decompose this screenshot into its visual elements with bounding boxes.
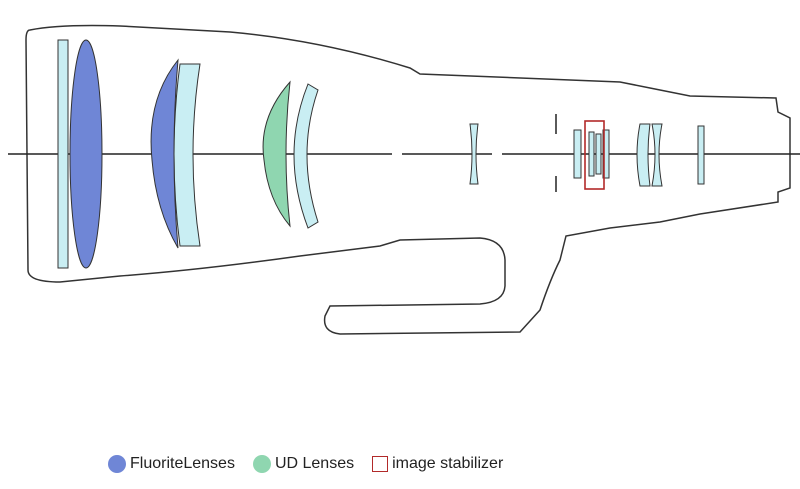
stabilizer-lens-element (595, 133, 602, 175)
stabilizer-swatch (372, 456, 389, 472)
fluorite-lens-front (69, 39, 103, 269)
small-lens-element (469, 123, 479, 185)
stabilizer-lens-element (573, 129, 582, 179)
ud-lens (262, 80, 291, 228)
front-protective-element (57, 39, 69, 269)
ud-swatch (252, 455, 271, 473)
rear-lens-element (636, 123, 651, 187)
fluorite-lens-second (150, 58, 179, 249)
stabilizer-lens-element (602, 129, 610, 179)
legend-item-stabilizer: image stabilizer (372, 455, 503, 473)
rear-lens-element (697, 125, 705, 185)
stabilizer-lens-element (588, 131, 595, 177)
legend: FluoriteLenses UD Lenses image stabilize… (108, 455, 521, 473)
legend-item-fluorite: FluoriteLenses (108, 455, 235, 473)
cemented-glass-element (173, 63, 201, 247)
meniscus-glass-element (293, 83, 319, 229)
image-stabilizer-box (584, 120, 605, 190)
fluorite-swatch (108, 455, 126, 473)
lens-construction-diagram (8, 24, 800, 335)
rear-lens-element (651, 123, 663, 187)
legend-label-stabilizer: image stabilizer (392, 455, 504, 472)
legend-label-fluorite: FluoriteLenses (130, 455, 235, 472)
lens-barrel-outline (25, 24, 791, 335)
legend-item-ud: UD Lenses (252, 455, 355, 473)
legend-label-ud: UD Lenses (274, 455, 355, 472)
